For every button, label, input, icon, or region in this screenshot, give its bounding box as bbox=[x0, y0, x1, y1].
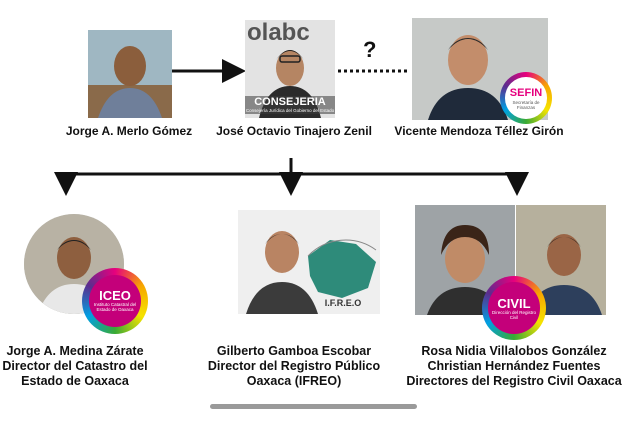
iceo-label: ICEO bbox=[99, 288, 131, 304]
sefin-logo: SEFIN Secretaría de Finanzas bbox=[500, 72, 552, 124]
photo-gamboa: I.F.R.E.O bbox=[238, 210, 380, 314]
caption-civil-line-2: Christian Hernández Fuentes bbox=[427, 359, 601, 373]
caption-medina: Jorge A. Medina Zárate Director del Cata… bbox=[0, 344, 150, 389]
iceo-sub: Instituto Catastral del Estado de Oaxaca bbox=[93, 302, 137, 313]
caption-mendoza: Vicente Mendoza Téllez Girón bbox=[394, 124, 564, 138]
photo-tinajero: olabc CONSEJERIA Consejería Jurídica del… bbox=[245, 20, 335, 118]
sefin-sub: Secretaría de Finanzas bbox=[512, 99, 540, 110]
home-indicator-bar[interactable] bbox=[210, 404, 417, 409]
caption-merlo: Jorge A. Merlo Gómez bbox=[65, 124, 193, 138]
photo-mendoza bbox=[412, 18, 548, 120]
photo-merlo bbox=[88, 30, 172, 118]
consejeria-sub: Consejería Jurídica del Gobierno del Est… bbox=[245, 108, 335, 113]
ifreo-logo-text: I.F.R.E.O bbox=[324, 298, 362, 308]
consejeria-label: CONSEJERIA bbox=[254, 96, 326, 108]
sefin-label: SEFIN bbox=[509, 86, 543, 99]
caption-tinajero: José Octavio Tinajero Zenil bbox=[216, 124, 372, 138]
caption-gamboa-line-3: Oaxaca (IFREO) bbox=[246, 374, 342, 388]
consejeria-banner: CONSEJERIA Consejería Jurídica del Gobie… bbox=[245, 96, 335, 114]
caption-civil: Rosa Nidia Villalobos González Christian… bbox=[400, 344, 628, 389]
question-mark: ? bbox=[363, 37, 377, 62]
civil-logo: CIVIL Dirección del Registro Civil bbox=[482, 276, 546, 340]
caption-medina-line-1: Jorge A. Medina Zárate bbox=[6, 344, 144, 358]
civil-label: CIVIL bbox=[497, 295, 531, 311]
caption-civil-line-1: Rosa Nidia Villalobos González bbox=[421, 344, 607, 358]
caption-civil-line-3: Directores del Registro Civil Oaxaca bbox=[406, 374, 622, 388]
caption-medina-line-2: Director del Catastro del bbox=[2, 359, 148, 373]
backdrop-text: olabc bbox=[247, 20, 310, 46]
caption-gamboa-line-1: Gilberto Gamboa Escobar bbox=[216, 344, 372, 358]
caption-gamboa-line-2: Director del Registro Público bbox=[207, 359, 381, 373]
caption-medina-line-3: Estado de Oaxaca bbox=[21, 374, 129, 388]
caption-gamboa: Gilberto Gamboa Escobar Director del Reg… bbox=[194, 344, 394, 389]
iceo-logo: ICEO Instituto Catastral del Estado de O… bbox=[82, 268, 148, 334]
civil-sub: Dirección del Registro Civil bbox=[491, 309, 537, 320]
